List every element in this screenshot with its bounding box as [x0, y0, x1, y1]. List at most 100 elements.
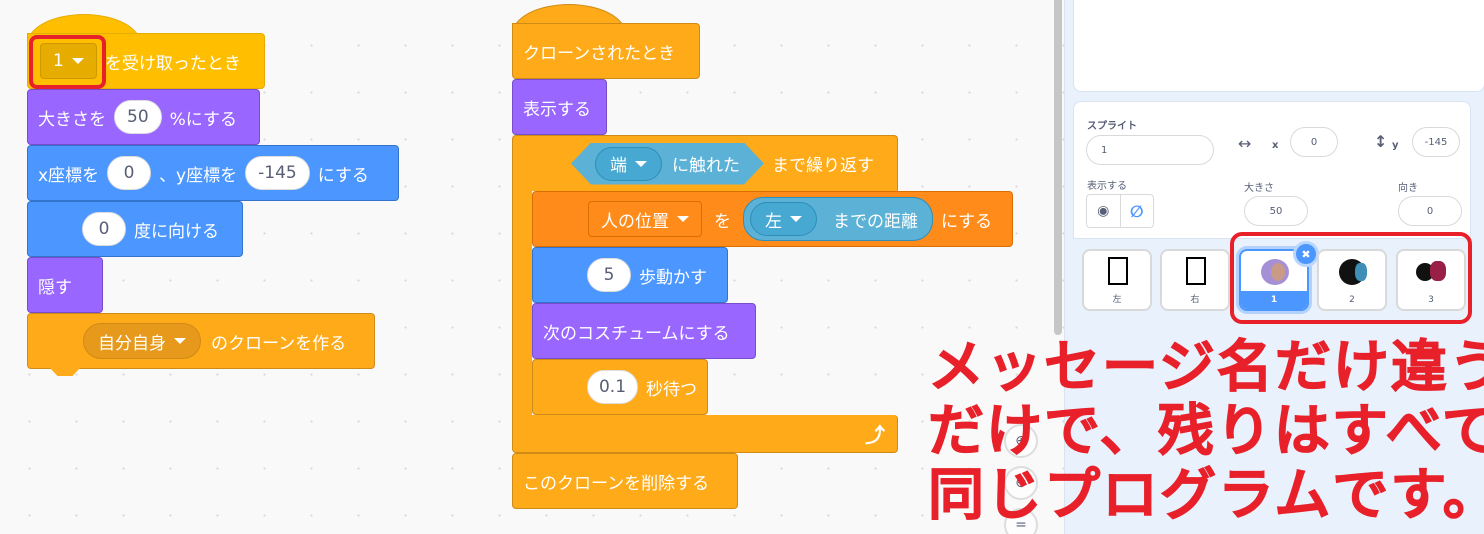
direction-input[interactable]: 0	[1398, 196, 1462, 226]
sprite-thumb-right[interactable]: 右	[1160, 249, 1230, 311]
distance-target-dropdown[interactable]: 左	[750, 202, 817, 236]
zoom-out-icon: ⊖	[1015, 475, 1027, 491]
touch-target-value: 端	[610, 156, 627, 176]
touch-target-dropdown[interactable]: 端	[595, 147, 662, 181]
sprite-thumb-1[interactable]: 1	[1239, 249, 1309, 311]
when-cloned-label: クローンされたとき	[523, 43, 676, 64]
set-size-label-pre: 大きさを	[38, 109, 106, 130]
repeat-until-block[interactable]: 端 に触れた まで繰り返す	[512, 135, 898, 191]
wait-input[interactable]: 0.1	[587, 370, 638, 404]
sprite-thumb-left[interactable]: 左	[1082, 249, 1152, 311]
sprite-label: スプライト	[1087, 121, 1137, 132]
sprite-thumb-name: 3	[1428, 295, 1434, 305]
hide-label: 隠す	[38, 277, 72, 298]
show-label: 表示する	[523, 99, 591, 120]
annotation-line-1: メッセージ名だけ違う	[928, 335, 1484, 400]
direction-input[interactable]: 0	[82, 212, 126, 246]
x-arrows-icon: ↔	[1238, 134, 1252, 153]
sprite-thumb-name: 1	[1241, 291, 1307, 309]
direction-value: 0	[1426, 205, 1434, 217]
goto-label-post: にする	[317, 165, 369, 186]
delete-sprite-button[interactable]: ✖	[1293, 241, 1319, 267]
zoom-in-icon: ⊕	[1015, 433, 1027, 449]
y-value: -145	[1424, 136, 1448, 148]
sprite-name-input[interactable]: 1	[1086, 135, 1214, 165]
sprite-thumb-3[interactable]: 3	[1396, 249, 1466, 311]
chevron-down-icon	[174, 338, 186, 344]
repeat-arm	[512, 190, 532, 416]
person-sprite-icon	[1416, 263, 1434, 281]
when-receive-hat-block[interactable]: 1 を受け取ったとき	[27, 33, 265, 89]
stage[interactable]	[1073, 0, 1484, 92]
size-input[interactable]: 50	[114, 100, 162, 134]
size-value: 50	[1269, 205, 1283, 217]
hide-sprite-button[interactable]: ∅	[1121, 195, 1154, 227]
when-cloned-hat-block[interactable]: クローンされたとき	[512, 23, 700, 79]
chevron-down-icon	[677, 216, 689, 222]
show-sprite-button[interactable]: ◉	[1087, 195, 1121, 227]
sprite-thumb-name: 右	[1190, 295, 1200, 305]
distance-label: までの距離	[833, 211, 918, 232]
zoom-reset-button[interactable]: =	[1004, 508, 1038, 534]
trash-icon: ✖	[1301, 247, 1311, 261]
chevron-down-icon	[71, 58, 84, 64]
set-var-wo-label: を	[714, 211, 731, 232]
create-clone-label: のクローンを作る	[211, 333, 347, 354]
set-variable-block[interactable]: 人の位置 を 左 までの距離 にする	[532, 191, 1013, 247]
y-input[interactable]: -145	[1412, 127, 1460, 157]
hide-block[interactable]: 隠す	[27, 257, 103, 313]
zoom-reset-icon: =	[1015, 517, 1027, 533]
message-dropdown[interactable]: 1	[40, 43, 97, 79]
wait-label: 秒待つ	[646, 379, 697, 400]
sprite-list: 左 右 1 ✖ 2 3	[1073, 239, 1471, 534]
touching-boolean[interactable]: 端 に触れた	[571, 143, 764, 185]
zoom-out-button[interactable]: ⊖	[1004, 466, 1038, 500]
size-label: 大きさ	[1244, 183, 1274, 194]
point-direction-block[interactable]: 0 度に向ける	[27, 201, 243, 257]
y-input[interactable]: -145	[245, 156, 310, 190]
size-input[interactable]: 50	[1244, 196, 1308, 226]
code-workspace[interactable]: 1 を受け取ったとき 大きさを 50 %にする x座標を 0 、y座標を -14…	[0, 0, 1064, 534]
x-input[interactable]: 0	[107, 156, 152, 190]
sprite-thumb-name: 左	[1112, 295, 1122, 305]
x-input[interactable]: 0	[1290, 127, 1338, 157]
set-size-block[interactable]: 大きさを 50 %にする	[27, 89, 260, 145]
y-arrows-icon: ↕	[1374, 132, 1388, 151]
next-costume-label: 次のコスチュームにする	[543, 323, 730, 344]
sprite-thumb-2[interactable]: 2	[1317, 249, 1387, 311]
workspace-scrollbar[interactable]	[1054, 0, 1062, 335]
y-label: y	[1392, 140, 1399, 151]
clone-target-dropdown[interactable]: 自分自身	[83, 323, 201, 359]
steps-input[interactable]: 5	[587, 258, 631, 292]
goto-x-label: x座標を	[38, 165, 100, 186]
x-label: x	[1272, 140, 1279, 151]
zoom-in-button[interactable]: ⊕	[1004, 424, 1038, 458]
show-block[interactable]: 表示する	[512, 79, 607, 135]
sprite-thumb-name: 2	[1349, 295, 1355, 305]
person-face-icon	[1271, 263, 1285, 281]
repeat-until-bottom: ⤴	[512, 415, 898, 453]
direction-label: 向き	[1398, 183, 1418, 194]
goto-xy-block[interactable]: x座標を 0 、y座標を -145 にする	[27, 145, 399, 201]
delete-clone-block[interactable]: このクローンを削除する	[512, 453, 738, 509]
next-costume-block[interactable]: 次のコスチュームにする	[532, 303, 756, 359]
sprite-info-panel: スプライト 1 ↔ x 0 ↕ y -145 表示する ◉ ∅ 大きさ 50 向…	[1073, 101, 1471, 239]
variable-dropdown[interactable]: 人の位置	[588, 201, 702, 237]
hat-label: を受け取ったとき	[104, 53, 241, 74]
person-dress-icon	[1430, 261, 1446, 281]
show-label: 表示する	[1087, 181, 1127, 192]
move-steps-block[interactable]: 5 歩動かす	[532, 247, 728, 303]
chevron-down-icon	[790, 216, 802, 222]
variable-name: 人の位置	[601, 211, 669, 232]
rectangle-costume-icon	[1186, 257, 1206, 285]
annotation-line-2: だけで、残りはすべて	[928, 399, 1484, 464]
touching-label: に触れた	[672, 156, 740, 176]
person-shirt-icon	[1355, 263, 1367, 281]
stage-panel: スプライト 1 ↔ x 0 ↕ y -145 表示する ◉ ∅ 大きさ 50 向…	[1064, 0, 1484, 534]
loop-arrow-icon: ⤴	[865, 423, 885, 447]
wait-block[interactable]: 0.1 秒待つ	[532, 359, 708, 415]
goto-y-label: 、y座標を	[159, 165, 238, 186]
create-clone-block[interactable]: 自分自身 のクローンを作る	[27, 313, 375, 369]
point-direction-label: 度に向ける	[134, 221, 219, 242]
distance-reporter[interactable]: 左 までの距離	[743, 197, 933, 241]
